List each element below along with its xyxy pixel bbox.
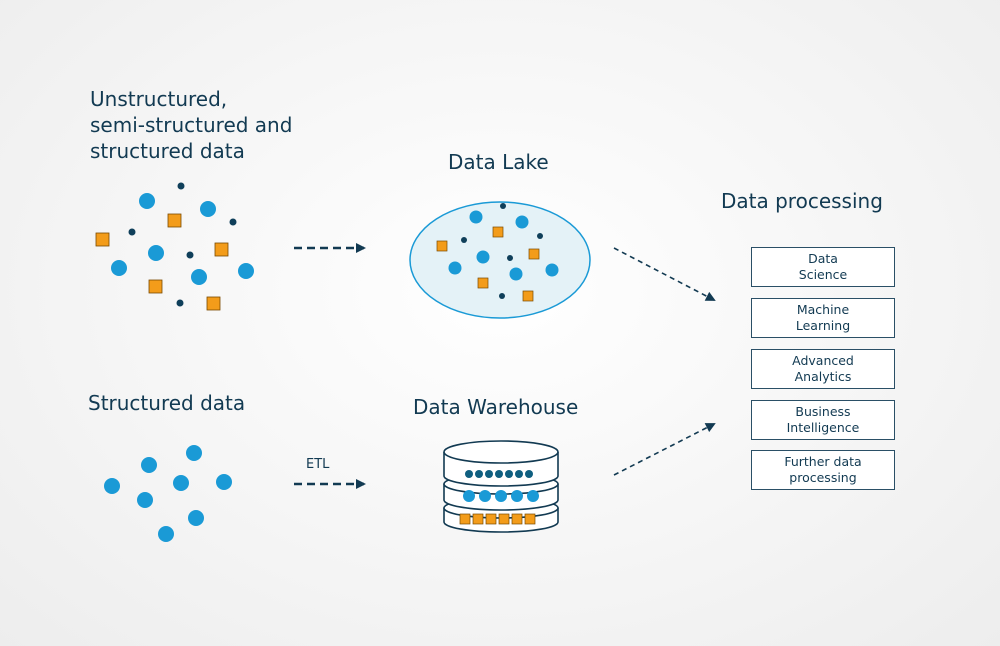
arrow-warehouse-to-processing xyxy=(613,423,716,476)
unstructured-label-line: structured data xyxy=(90,139,245,163)
blue-dot-icon xyxy=(191,269,207,285)
orange-square-icon xyxy=(214,242,229,257)
processing-box-label: Business Intelligence xyxy=(786,403,860,435)
blue-dot-icon xyxy=(137,492,153,508)
blue-dot-icon xyxy=(238,263,254,279)
unstructured-label-line: semi-structured and xyxy=(90,113,293,137)
processing-box-advanced-analytics: Advanced Analytics xyxy=(751,349,895,389)
blue-dot-icon xyxy=(200,201,216,217)
blue-dot-icon xyxy=(173,475,189,491)
blue-dot-icon xyxy=(158,526,174,542)
blue-dot-icon xyxy=(139,193,155,209)
unstructured-data-label: Unstructured, semi-structured and struct… xyxy=(90,86,292,164)
blue-dot-icon xyxy=(188,510,204,526)
processing-box-data-science: Data Science xyxy=(751,247,895,287)
orange-square-icon xyxy=(148,279,163,294)
orange-square-icon xyxy=(206,296,221,311)
unstructured-data-cluster xyxy=(95,182,254,311)
arrow-lake-to-processing xyxy=(613,247,716,301)
unstructured-label-line: Unstructured, xyxy=(90,87,228,111)
dark-dot-icon xyxy=(229,218,237,226)
blue-dot-icon xyxy=(141,457,157,473)
structured-data-label: Structured data xyxy=(88,391,246,415)
blue-dot-icon xyxy=(148,245,164,261)
data-lake-icon xyxy=(409,201,591,319)
processing-box-label: Machine Learning xyxy=(795,301,851,333)
processing-box-label: Advanced Analytics xyxy=(792,352,854,384)
processing-box-label: Data Science xyxy=(798,250,848,282)
processing-box-machine-learning: Machine Learning xyxy=(751,298,895,338)
orange-square-icon xyxy=(95,232,110,247)
blue-dot-icon xyxy=(186,445,202,461)
data-warehouse-icon xyxy=(443,440,559,533)
dark-dot-icon xyxy=(176,299,184,307)
data-processing-title: Data processing xyxy=(721,189,883,213)
blue-dot-icon xyxy=(216,474,232,490)
blue-dot-icon xyxy=(104,478,120,494)
etl-label: ETL xyxy=(306,457,330,472)
dark-dot-icon xyxy=(186,251,194,259)
processing-box-further-processing: Further data processing xyxy=(751,450,895,490)
data-lake-label: Data Lake xyxy=(448,150,549,174)
data-warehouse-label: Data Warehouse xyxy=(413,395,579,419)
orange-square-icon xyxy=(167,213,182,228)
processing-box-business-intelligence: Business Intelligence xyxy=(751,400,895,440)
dark-dot-icon xyxy=(177,182,185,190)
blue-dot-icon xyxy=(111,260,127,276)
processing-box-label: Further data processing xyxy=(784,453,862,485)
dark-dot-icon xyxy=(128,228,136,236)
structured-data-cluster xyxy=(104,445,232,542)
